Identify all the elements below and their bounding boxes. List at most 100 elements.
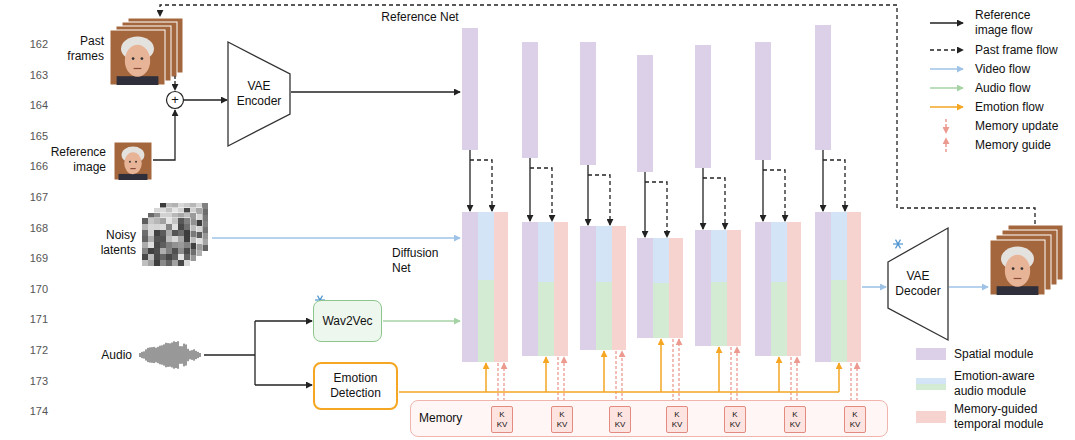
portrait-frame: [114, 142, 152, 180]
spatial-module: [462, 212, 478, 362]
noise-cell: [202, 245, 208, 251]
noise-frame: [154, 208, 202, 256]
video-flow-arrow: [862, 286, 886, 288]
line-number: 169: [14, 251, 48, 266]
noise-cell: [166, 230, 172, 236]
face: [125, 45, 150, 77]
legend-text: Memory guide: [975, 138, 1062, 153]
noise-cell: [196, 226, 202, 232]
past-frame-flow-arrow: [703, 178, 725, 229]
node-text: KV: [790, 420, 801, 430]
reference-net-layer: [522, 42, 538, 158]
line-number: 172: [14, 343, 48, 358]
reference-net-layer: [637, 55, 653, 172]
shirt: [997, 286, 1039, 295]
reference-flow-arrow: [762, 160, 763, 221]
vae-decoder: VAE Decoder: [888, 228, 948, 340]
wave-bar: [168, 343, 169, 367]
memory-update-arrow: [790, 357, 791, 406]
legend-text: Past frame flow: [975, 43, 1062, 58]
memory-bank: MemoryKKVKKVKKVKKVKKVKKVKKV: [410, 400, 888, 437]
node-text: Emotion Detection: [316, 371, 395, 401]
noise-cell: [196, 214, 202, 220]
past-frame-flow-arrow: [470, 160, 492, 211]
audio-split-line: [204, 354, 255, 355]
noise-cell: [184, 224, 190, 230]
emotion-detection-box: Emotion Detection: [313, 362, 398, 410]
audio-split-line: [254, 321, 255, 385]
spatial-module: [637, 238, 653, 338]
line-number: 162: [14, 37, 48, 52]
video-flow-arrow: [949, 286, 988, 288]
node-text: KV: [557, 420, 568, 430]
wave-bar: [170, 343, 171, 366]
audio-module-emotion: [711, 230, 727, 282]
wave-bar: [176, 342, 177, 368]
spatial-module: [522, 222, 538, 356]
legend-text: Video flow: [975, 62, 1062, 77]
emotion-flow-arrow: [603, 351, 605, 392]
temporal-module: [554, 222, 568, 356]
video-flow-arrow: [212, 237, 460, 239]
memory-guide-arrow: [563, 357, 564, 406]
wave-bar: [140, 353, 141, 357]
frame-bg: [110, 30, 165, 85]
noise-cell: [196, 250, 202, 256]
noise-cell: [166, 254, 172, 260]
noise-cell: [154, 236, 160, 242]
audio-module-audio: [831, 280, 847, 362]
reference-net-layer: [462, 28, 478, 150]
noise-bg: [160, 203, 208, 251]
legend-text: Emotion-aware audio module: [954, 369, 1058, 399]
wave-bar: [178, 341, 179, 369]
noise-cell: [184, 236, 190, 242]
line-number: 174: [14, 404, 48, 419]
noise-cell: [142, 242, 148, 248]
reference-net-layer: [695, 45, 711, 168]
noise-cell: [184, 248, 190, 254]
noise-cell: [148, 242, 154, 248]
legend-text: Memory-guided temporal module: [954, 402, 1058, 432]
noise-cell: [196, 232, 202, 238]
noise-cell: [160, 242, 166, 248]
noise-cell: [148, 218, 154, 224]
memory-update-arrow: [672, 339, 673, 406]
noise-cell: [184, 254, 190, 260]
noise-cell: [166, 248, 172, 254]
noise-cell: [166, 218, 172, 224]
trapezoid-outline: [228, 42, 290, 146]
noise-cell: [154, 254, 160, 260]
eye: [132, 57, 135, 60]
audio-module-emotion: [831, 212, 847, 280]
mouth: [130, 168, 135, 169]
emotion-flow-arrow: [778, 357, 780, 392]
wave-bar: [158, 347, 159, 363]
wave-bar: [186, 344, 187, 365]
memory-slot: KKV: [609, 406, 631, 433]
audio-module-audio: [711, 282, 727, 346]
reference-net-layer: [815, 25, 831, 150]
wave-bar: [180, 346, 181, 364]
memory-slot: KKV: [551, 406, 573, 433]
memory-slot: KKV: [724, 406, 746, 433]
noise-cell: [172, 260, 178, 266]
spatial-module: [815, 212, 831, 362]
mouth: [134, 68, 142, 69]
noise-cell: [190, 255, 196, 261]
legend-text: Spatial module: [954, 347, 1058, 362]
audio-module-emotion: [653, 238, 669, 283]
frozen-icon: [893, 240, 903, 249]
noise-cell: [178, 230, 184, 236]
temporal-module: [494, 212, 508, 362]
noise-cell: [148, 236, 154, 242]
wave-bar: [148, 348, 149, 362]
wave-bar: [188, 349, 189, 361]
noise-cell: [190, 225, 196, 231]
node-text: K: [852, 410, 857, 420]
wav2vec-box: Wav2Vec: [313, 300, 382, 342]
reference-flow-arrow: [587, 165, 588, 225]
noise-cell: [172, 236, 178, 242]
noise-cell: [154, 242, 160, 248]
wave-bar: [190, 351, 191, 360]
noise-cell: [178, 218, 184, 224]
